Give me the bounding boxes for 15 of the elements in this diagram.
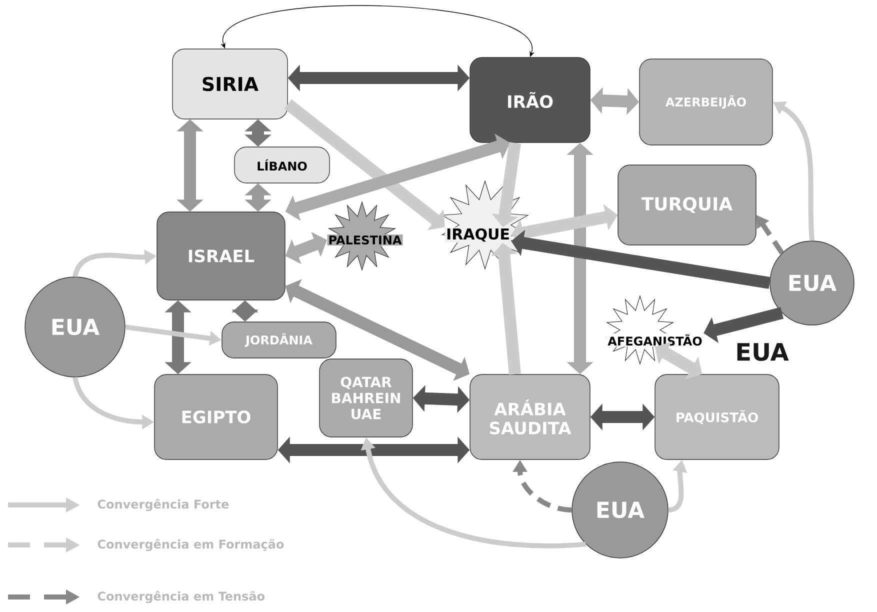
country-label: EUA — [737, 343, 789, 361]
country-box: ARÁBIA SAUDITA — [470, 374, 590, 460]
country-box: JORDÂNIA — [222, 322, 336, 358]
country-box: TURQUIA — [618, 164, 756, 246]
country-box: PAQUISTÃO — [654, 374, 780, 460]
country-box: ISRAEL — [156, 212, 286, 300]
country-box: LÍBANO — [234, 146, 330, 184]
country-box: AZERBEIJÃO — [639, 58, 773, 146]
legend-text: Convergência Forte — [98, 498, 229, 512]
legend-text: Convergência em Formação — [98, 538, 284, 552]
country-box: IRÃO — [470, 57, 590, 143]
country-box: SIRIA — [172, 48, 288, 120]
legend-text: Convergência em Tensão — [98, 590, 265, 604]
country-box: EGIPTO — [154, 374, 278, 460]
country-box: QATAR BAHREIN UAE — [319, 358, 413, 438]
